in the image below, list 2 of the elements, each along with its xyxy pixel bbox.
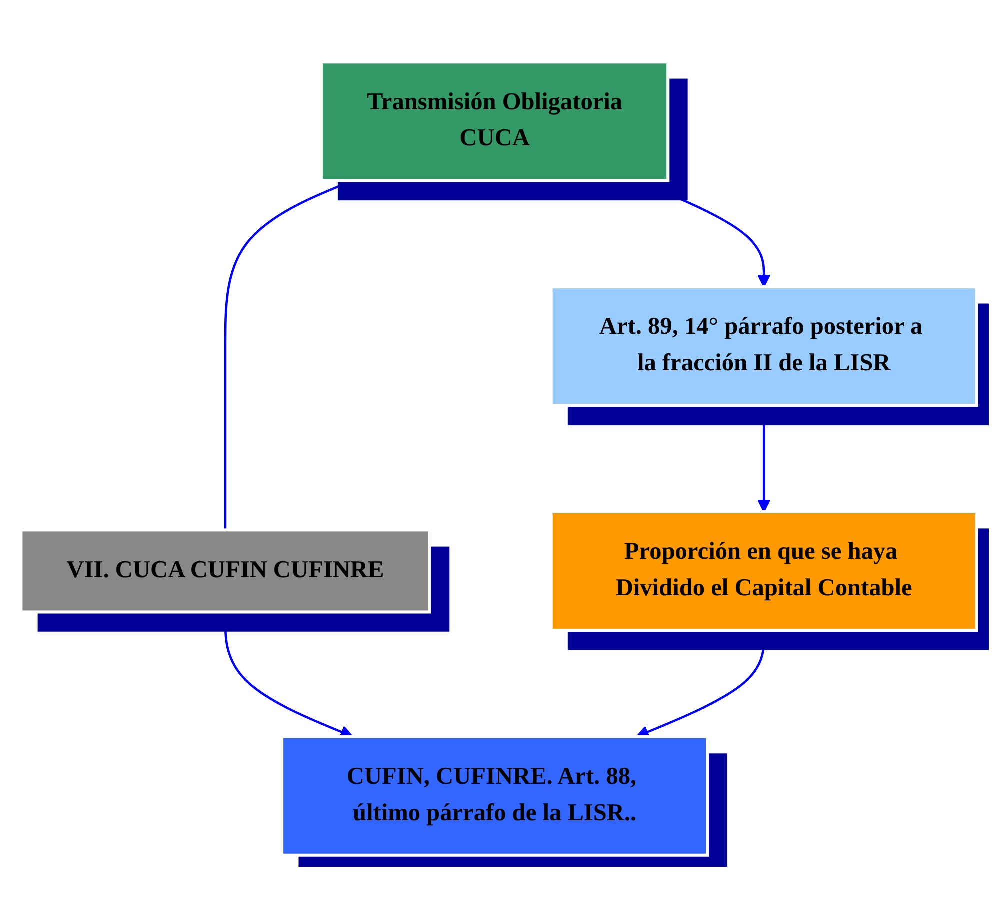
connector bbox=[224, 179, 353, 530]
arrow bbox=[756, 405, 770, 512]
